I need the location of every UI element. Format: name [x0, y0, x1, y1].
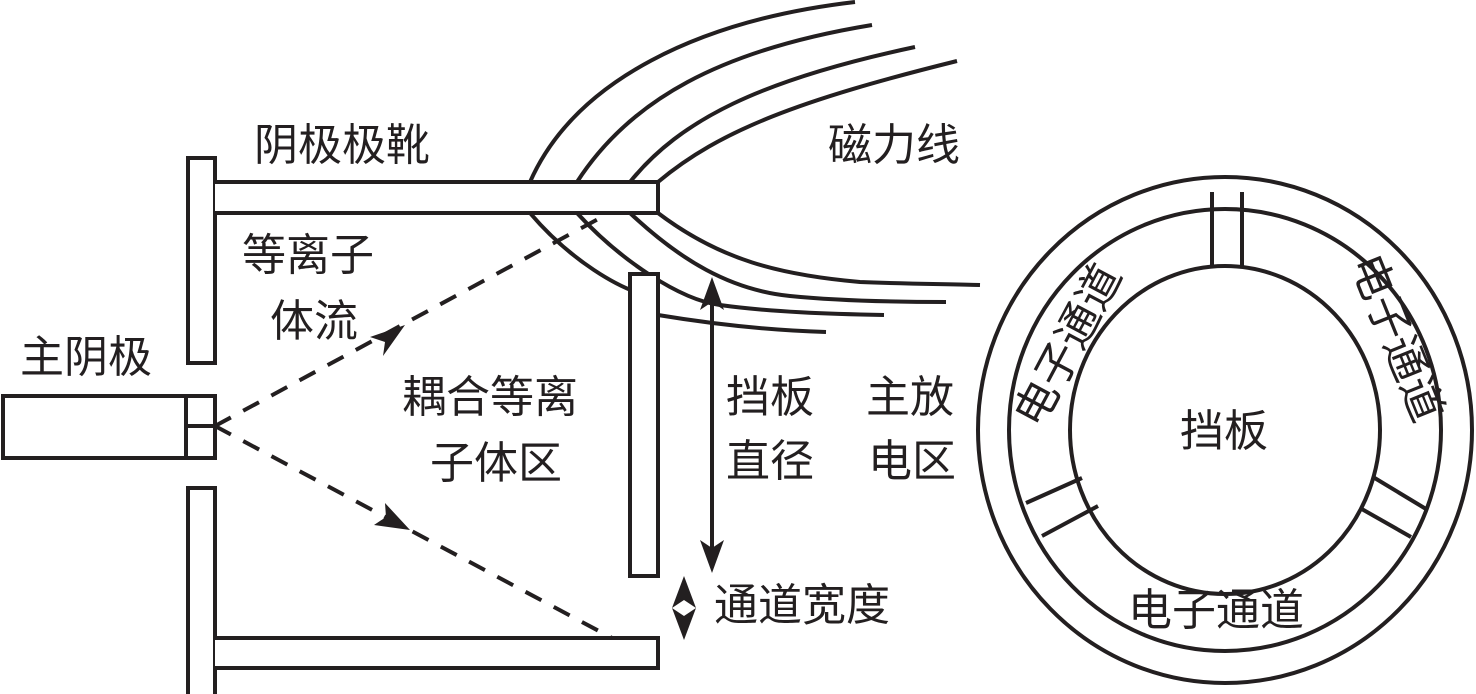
label-baffle-diameter-1: 挡板 — [726, 372, 814, 423]
cathode-pole-shoe-lower — [215, 636, 660, 670]
field-line-upper-4 — [656, 59, 958, 184]
label-plasma-flow-1: 等离子 — [242, 230, 374, 281]
label-electron-channel-right: 电子通道 — [1340, 247, 1453, 429]
cathode-pole-shoe-upper — [215, 180, 660, 215]
field-line-upper-3 — [628, 45, 916, 184]
channel-arrow-up-icon — [672, 576, 696, 608]
arrow-up-icon — [700, 277, 724, 310]
baffle-disc — [1068, 264, 1382, 596]
label-cathode-pole-shoe: 阴极极靴 — [254, 120, 430, 171]
plasma-flow-path-upper — [214, 216, 601, 428]
plasma-flow-path-lower — [214, 424, 613, 640]
support-strut-left — [1025, 476, 1099, 538]
arrow-down-icon — [700, 540, 724, 573]
label-electron-channel-bottom: 电子通道 — [1128, 585, 1304, 636]
plasma-flow-arrows — [214, 216, 613, 640]
plasma-flow-arrow-upper-icon — [370, 325, 405, 356]
label-channel-width: 通道宽度 — [714, 580, 890, 631]
keeper-plate-upper — [186, 156, 217, 365]
plasma-flow-arrow-lower-icon — [374, 503, 410, 530]
label-coupling-plasma-2: 子体区 — [430, 438, 562, 489]
label-main-cathode: 主阴极 — [20, 332, 152, 383]
field-line-upper-2 — [575, 23, 873, 184]
channel-arrow-down-icon — [672, 608, 696, 640]
support-strut-top — [1210, 192, 1244, 266]
baffle-diameter-arrow — [700, 277, 724, 573]
baffle — [628, 272, 660, 578]
support-strut-right — [1359, 475, 1428, 539]
keeper-plate-lower — [186, 486, 217, 694]
baffle-front-view — [976, 175, 1474, 685]
outer-ring — [976, 175, 1474, 685]
label-baffle-center: 挡板 — [1180, 406, 1268, 457]
label-main-discharge-2: 电区 — [868, 436, 956, 487]
field-line-lower-4 — [656, 211, 981, 287]
label-coupling-plasma-1: 耦合等离 — [402, 372, 578, 423]
label-plasma-flow-2: 体流 — [270, 296, 358, 347]
field-line-lower-3 — [628, 211, 947, 304]
field-line-lower-1b — [657, 313, 827, 334]
middle-ring — [1007, 207, 1443, 653]
main-cathode — [1, 394, 217, 460]
label-main-discharge-1: 主放 — [866, 372, 954, 423]
channel-width-arrow — [672, 576, 696, 640]
label-baffle-diameter-2: 直径 — [726, 436, 814, 487]
field-line-upper-1 — [528, 0, 856, 183]
main-cathode-body — [1, 394, 217, 460]
label-magnetic-field-lines: 磁力线 — [828, 120, 960, 171]
